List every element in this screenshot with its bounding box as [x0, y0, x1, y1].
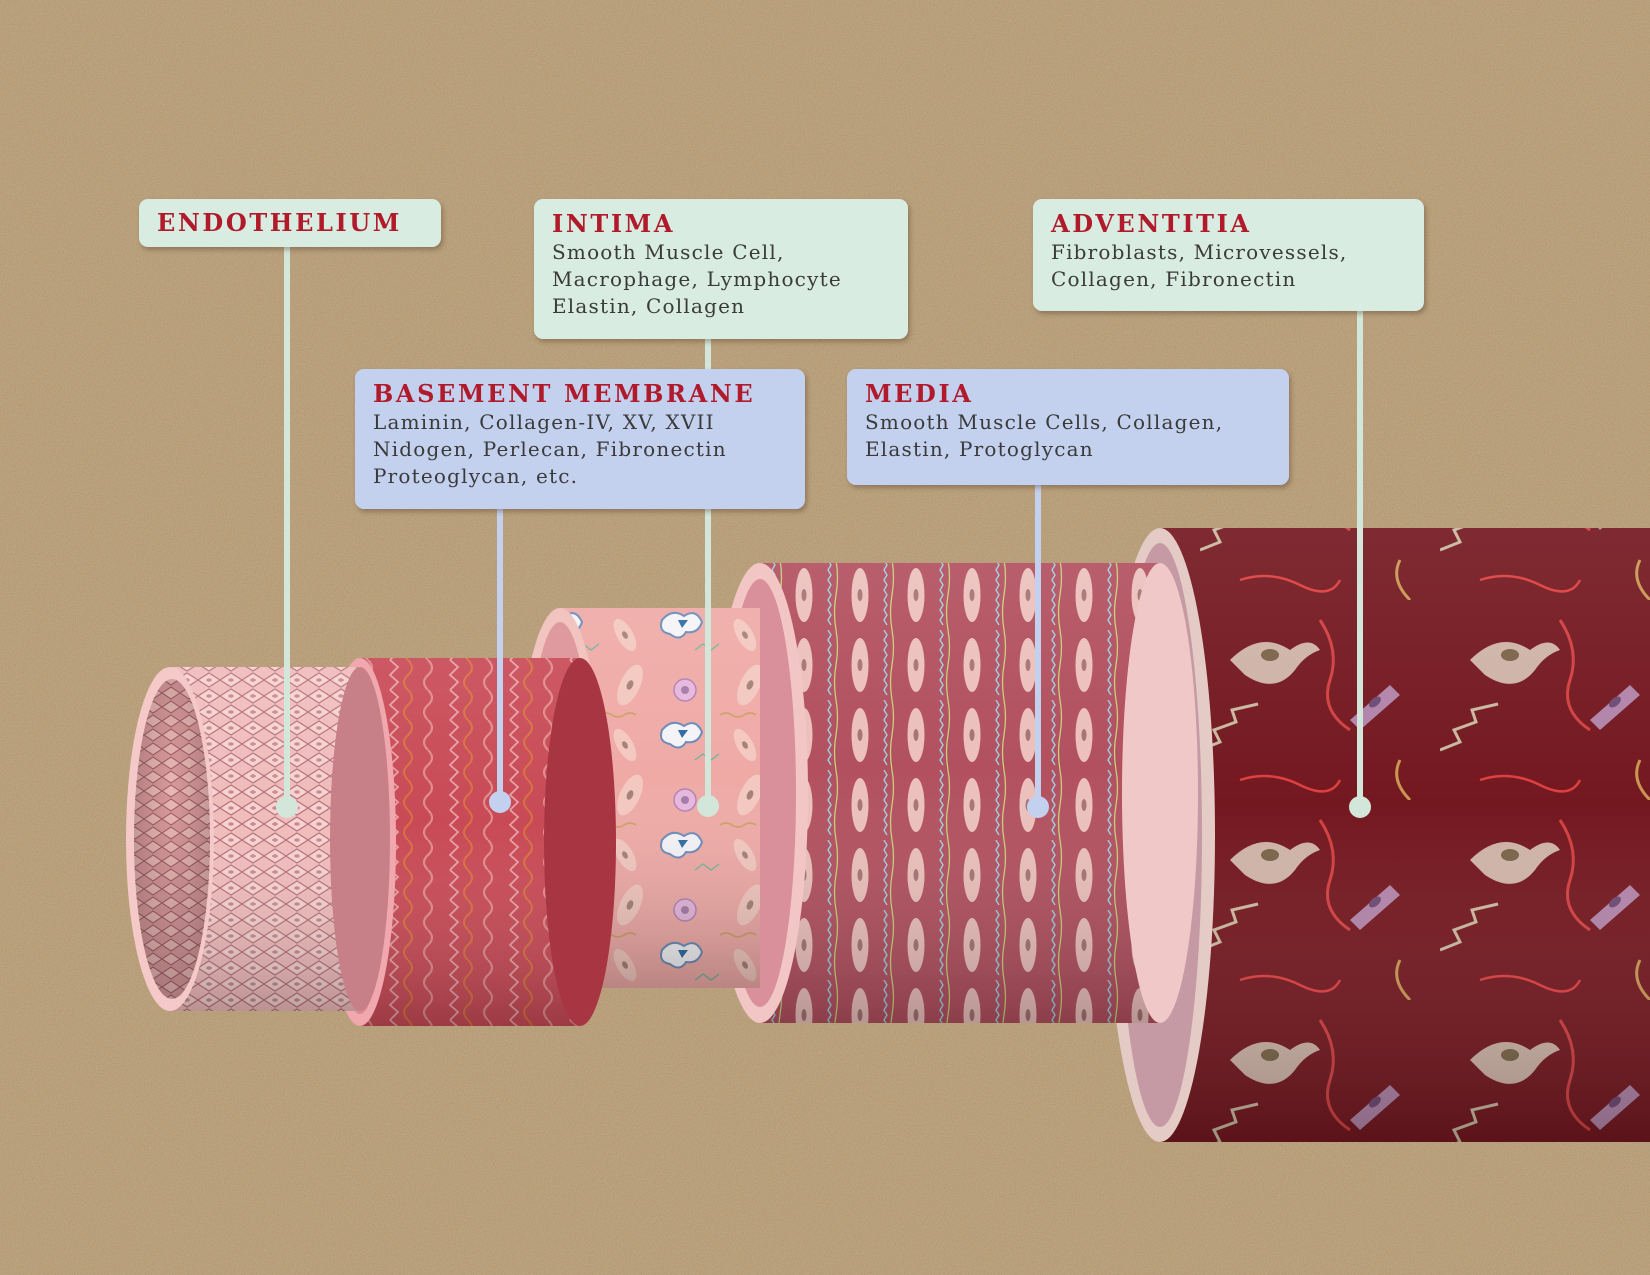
- label-media-line: Smooth Muscle Cells, Collagen,: [865, 410, 1224, 434]
- label-adventitia-line: Collagen, Fibronectin: [1051, 267, 1297, 291]
- label-media-title: MEDIA: [865, 379, 974, 408]
- label-intima-line: Smooth Muscle Cell,: [552, 240, 785, 264]
- label-intima: INTIMA Smooth Muscle Cell, Macrophage, L…: [534, 199, 908, 339]
- media-layer: [712, 563, 1198, 1023]
- label-adventitia-line: Fibroblasts, Microvessels,: [1051, 240, 1348, 264]
- label-media-line: Elastin, Protoglycan: [865, 437, 1094, 461]
- label-endothelium-title: ENDOTHELIUM: [157, 208, 402, 237]
- label-media: MEDIA Smooth Muscle Cells, Collagen, Ela…: [847, 369, 1289, 485]
- label-basement-membrane: BASEMENT MEMBRANE Laminin, Collagen-IV, …: [355, 369, 805, 509]
- label-adventitia-title: ADVENTITIA: [1051, 209, 1252, 238]
- label-basement-membrane-title: BASEMENT MEMBRANE: [373, 379, 756, 408]
- label-basement-membrane-line: Nidogen, Perlecan, Fibronectin: [373, 437, 727, 461]
- label-intima-line: Macrophage, Lymphocyte: [552, 267, 842, 291]
- label-basement-membrane-line: Proteoglycan, etc.: [373, 464, 579, 488]
- label-adventitia: ADVENTITIA Fibroblasts, Microvessels, Co…: [1033, 199, 1424, 311]
- label-intima-title: INTIMA: [552, 209, 676, 238]
- endothelium-layer: [126, 667, 390, 1011]
- label-intima-line: Elastin, Collagen: [552, 294, 746, 318]
- label-endothelium: ENDOTHELIUM: [139, 199, 441, 247]
- label-basement-membrane-line: Laminin, Collagen-IV, XV, XVII: [373, 410, 715, 434]
